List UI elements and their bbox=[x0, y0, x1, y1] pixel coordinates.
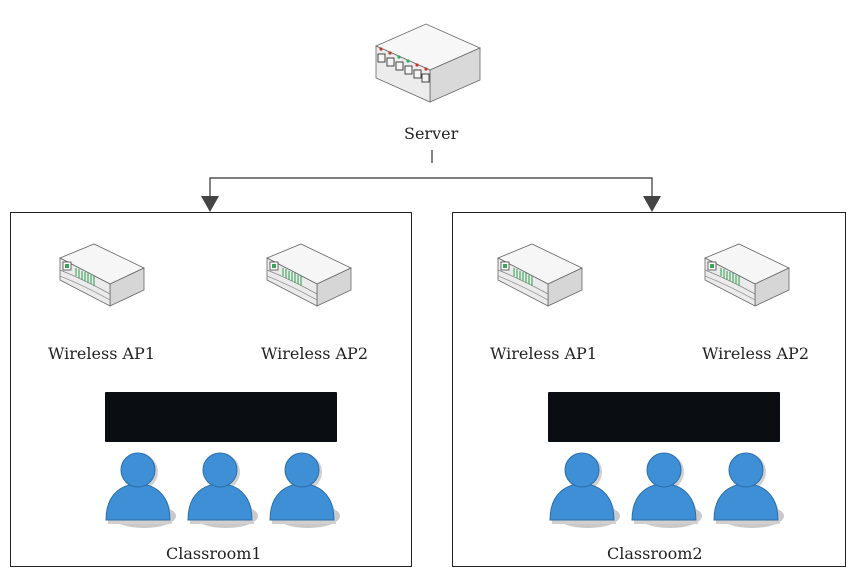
classroom-1-label: Classroom1 bbox=[166, 544, 262, 563]
student-icon bbox=[631, 452, 703, 529]
ap-label-c1-2: Wireless AP2 bbox=[261, 344, 368, 363]
ap-label-c1-1: Wireless AP1 bbox=[48, 344, 155, 363]
ap-label-c2-2: Wireless AP2 bbox=[702, 344, 809, 363]
arrow-to-classroom2 bbox=[643, 196, 661, 212]
student-icon bbox=[549, 452, 621, 529]
wireless-ap-icon bbox=[497, 243, 583, 307]
student-icon bbox=[713, 452, 785, 529]
student-icon bbox=[269, 452, 341, 529]
server-icon bbox=[375, 23, 481, 103]
classroom-2-label: Classroom2 bbox=[607, 544, 703, 563]
student-icon bbox=[187, 452, 259, 529]
blackboard bbox=[105, 392, 337, 442]
ap-label-c2-1: Wireless AP1 bbox=[490, 344, 597, 363]
arrow-to-classroom1 bbox=[201, 196, 219, 212]
blackboard bbox=[548, 392, 780, 442]
server-label: Server bbox=[404, 124, 459, 143]
wireless-ap-icon bbox=[59, 243, 145, 307]
wireless-ap-icon bbox=[266, 243, 352, 307]
wireless-ap-icon bbox=[704, 243, 790, 307]
student-icon bbox=[105, 452, 177, 529]
